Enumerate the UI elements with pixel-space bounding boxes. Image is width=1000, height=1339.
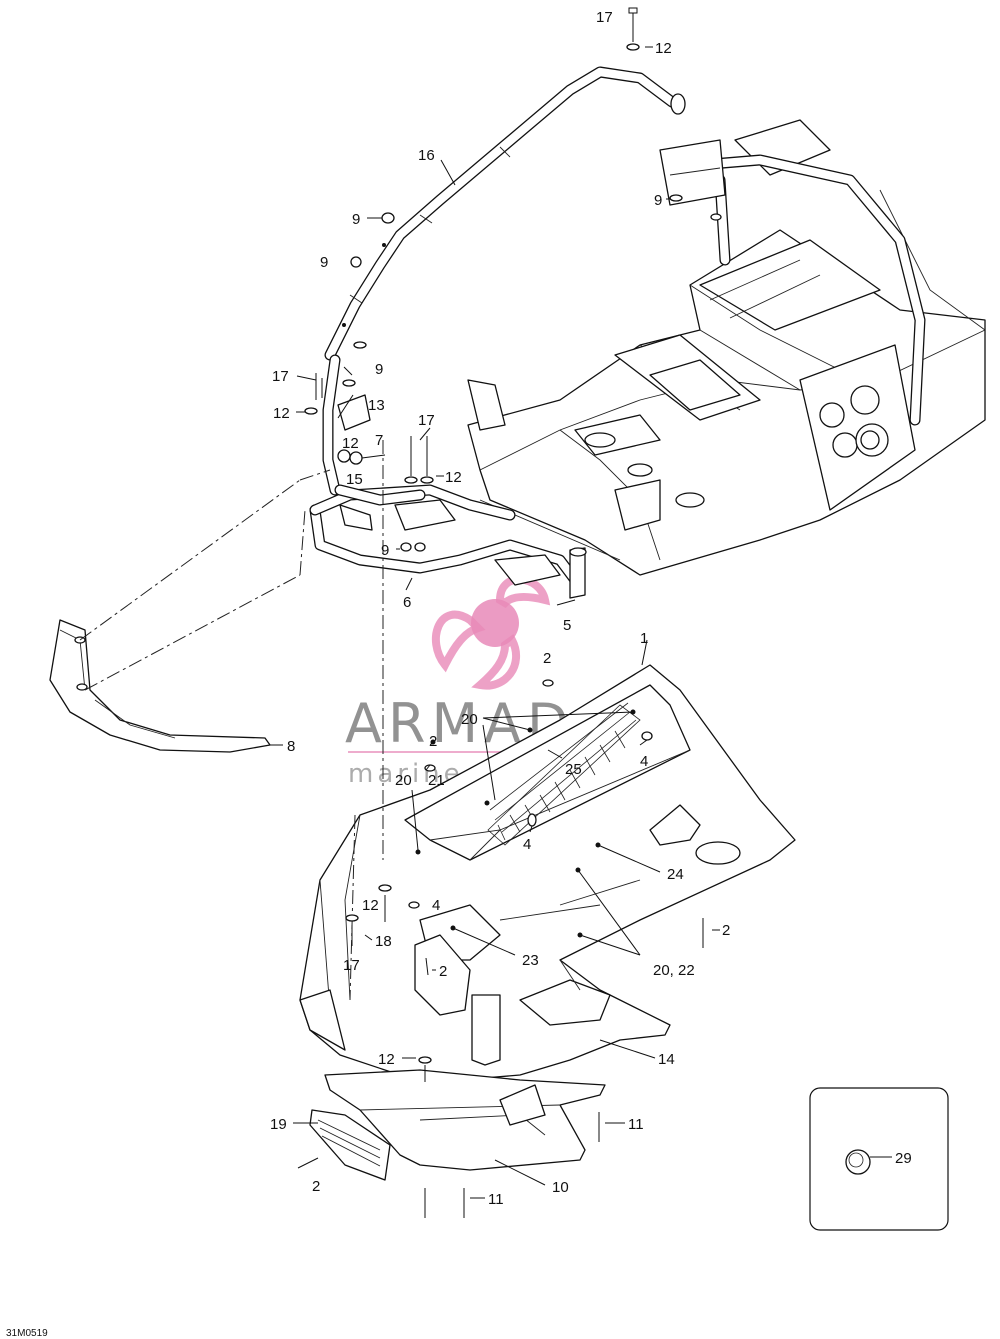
propeller-logo-icon: [432, 575, 551, 690]
label-12: 12: [362, 897, 379, 914]
label-18: 18: [375, 933, 392, 950]
label-29: 29: [895, 1150, 912, 1167]
label-12: 12: [378, 1051, 395, 1068]
part-labels: 17 12 16 9 9 9 9 17 12 13 12 7 17 12 15 …: [270, 9, 912, 1208]
label-5: 5: [563, 617, 571, 634]
label-7: 7: [375, 432, 383, 449]
front-bumper-assembly: [309, 354, 587, 599]
skid-plate: [309, 1069, 606, 1181]
label-4: 4: [640, 753, 648, 770]
label-2: 2: [722, 922, 730, 939]
label-23: 23: [522, 952, 539, 969]
label-1: 1: [640, 630, 648, 647]
label-10: 10: [552, 1179, 569, 1196]
label-21: 21: [428, 772, 445, 789]
label-2: 2: [439, 963, 447, 980]
label-17: 17: [343, 957, 360, 974]
label-24: 24: [667, 866, 684, 883]
front-bumper-8: [49, 469, 331, 753]
diagram-code: 31M0519: [6, 1328, 48, 1339]
fasteners: [297, 7, 722, 1218]
label-16: 16: [418, 147, 435, 164]
label-4: 4: [523, 836, 531, 853]
label-4: 4: [432, 897, 440, 914]
label-17: 17: [418, 412, 435, 429]
label-25: 25: [565, 761, 582, 778]
label-9: 9: [381, 542, 389, 559]
label-9: 9: [320, 254, 328, 271]
label-20: 20: [395, 772, 412, 789]
label-12: 12: [445, 469, 462, 486]
bolt-17-top-icon: [628, 7, 638, 42]
label-8: 8: [287, 738, 295, 755]
label-17: 17: [272, 368, 289, 385]
leader-lines: [270, 46, 892, 1199]
label-12: 12: [655, 40, 672, 57]
label-9: 9: [375, 361, 383, 378]
label-12: 12: [342, 435, 359, 452]
belly-pan: [299, 440, 796, 1081]
label-2: 2: [312, 1178, 320, 1195]
label-9: 9: [352, 211, 360, 228]
label-11: 11: [628, 1116, 644, 1133]
label-2: 2: [543, 650, 551, 667]
inset-box: [809, 1087, 949, 1231]
label-11: 11: [488, 1191, 504, 1208]
label-20-22: 20, 22: [653, 962, 695, 979]
label-6: 6: [403, 594, 411, 611]
label-17: 17: [596, 9, 613, 26]
label-20: 20: [461, 711, 478, 728]
upper-bumper-tube: [324, 66, 686, 361]
label-13: 13: [368, 397, 385, 414]
label-2: 2: [429, 733, 437, 750]
chassis-frame: [467, 119, 986, 576]
label-19: 19: [270, 1116, 287, 1133]
label-15: 15: [346, 471, 363, 488]
label-14: 14: [658, 1051, 675, 1068]
label-12: 12: [273, 405, 290, 422]
label-9: 9: [654, 192, 662, 209]
